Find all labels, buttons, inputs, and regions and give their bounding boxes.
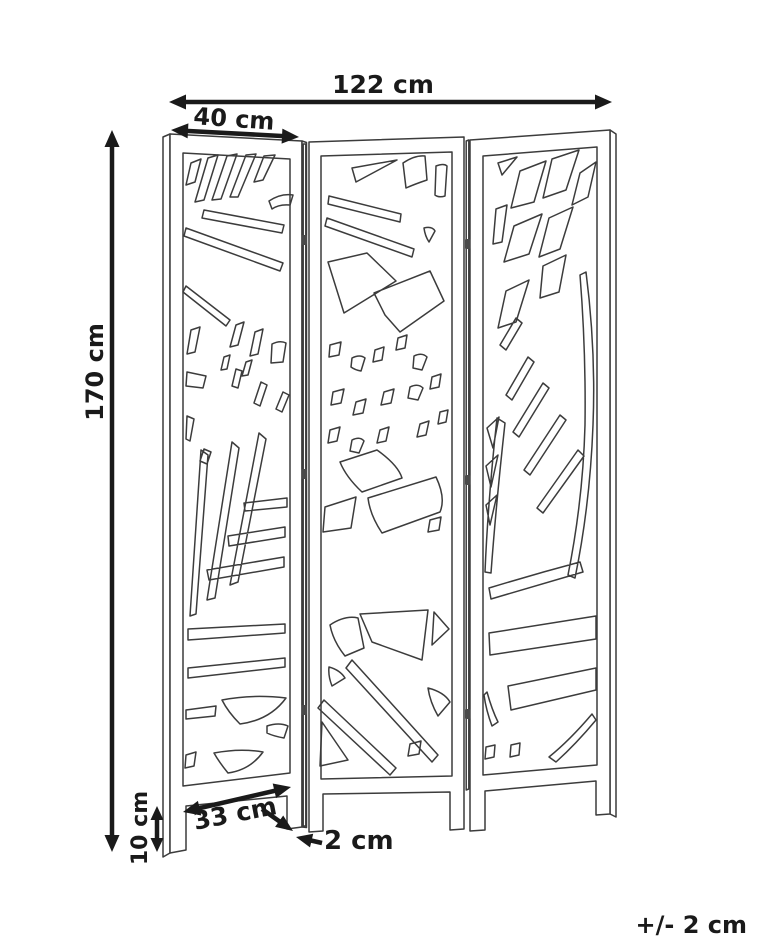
middle-panel (308, 136, 465, 833)
hinge-icon (301, 469, 307, 479)
middle-panel-window (320, 151, 453, 780)
right-panel-cutouts (483, 149, 597, 763)
dimension-arrowheads (104, 94, 612, 852)
tolerance-label: +/- 2 cm (636, 911, 747, 939)
arrowhead (104, 835, 120, 852)
arrowhead (169, 94, 186, 110)
arrowhead (171, 123, 189, 139)
panel-width-dimension-line (185, 128, 285, 139)
hinge-icon (301, 705, 307, 715)
hinges (301, 235, 471, 719)
hinge-icon (465, 475, 471, 485)
right-panel (469, 129, 617, 832)
right-panel-side-edge (609, 129, 617, 818)
arrowhead (104, 130, 120, 147)
leg-height-label: 10 cm (128, 791, 153, 865)
arrowhead (150, 806, 164, 820)
arrowhead (183, 800, 202, 816)
middle-panel-cutouts (317, 155, 451, 776)
arrowhead (272, 783, 291, 799)
dimension-lines (109, 99, 597, 846)
hinge-icon (465, 709, 471, 719)
arrowhead (296, 833, 314, 848)
arrowhead (281, 128, 299, 144)
hinge-strips (302, 139, 470, 827)
room-divider (162, 129, 617, 858)
foot-span-dimension-line (197, 788, 277, 811)
left-panel-side-edge (162, 133, 171, 858)
panel-thickness-label: 2 cm (324, 826, 394, 856)
panel-width-label: 40 cm (193, 102, 276, 136)
arrowhead (150, 838, 164, 852)
hinge-icon (301, 235, 307, 245)
thickness-leader-line-b (310, 838, 323, 846)
height-label: 170 cm (81, 323, 109, 421)
arrowhead (275, 815, 293, 831)
arrowhead (595, 94, 612, 110)
left-panel-cutouts (182, 153, 294, 774)
total-width-label: 122 cm (332, 70, 434, 99)
thickness-leader-line-a (260, 807, 283, 825)
hinge-icon (465, 239, 471, 249)
left-panel (162, 133, 308, 858)
